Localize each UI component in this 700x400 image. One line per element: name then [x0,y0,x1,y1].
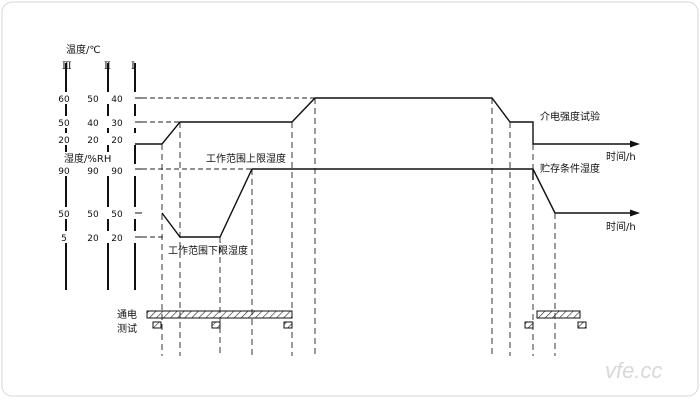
lower-limit-humidity-label: 工作范围下限湿度 [168,244,248,257]
temp-tick-iii-60: 60 [58,95,70,105]
humidity-time-arrow [630,209,640,217]
power-on-label: 通电 [117,308,137,321]
hum-tick-i-20: 20 [111,234,123,244]
temp-tick-ii-50: 50 [87,95,99,105]
humidity-profile-line [161,168,630,238]
temp-tick-ii-20: 20 [87,136,99,146]
humidity-time-label: 时间/h [606,220,636,233]
temperature-time-arrow [630,140,640,148]
temperature-profile-line [135,97,630,145]
hum-tick-iii-50: 50 [58,210,70,220]
upper-limit-humidity-label: 工作范围上限湿度 [206,152,286,165]
test-marker-2 [211,321,221,329]
temp-tick-ii-40: 40 [87,119,99,129]
humidity-tick-labels: 90 90 90 50 50 50 5 20 20 [52,164,148,244]
test-label: 测试 [117,322,137,335]
column-i-label: Ⅰ [131,61,135,72]
humidity-header: 湿度/%RH [64,152,111,165]
hum-tick-iii-90: 90 [58,167,70,177]
test-markers [152,321,587,329]
storage-humidity-label: 贮存条件湿度 [540,162,600,175]
temperature-time-label: 时间/h [606,150,636,163]
test-marker-5 [577,321,587,329]
watermark: vfe.cc [605,358,662,383]
hum-tick-ii-50: 50 [87,210,99,220]
test-marker-3 [283,321,293,329]
hum-tick-iii-5: 5 [61,234,67,244]
power-bar-2 [536,310,581,319]
hum-tick-ii-90: 90 [87,167,99,177]
power-bar-1 [146,310,293,319]
hum-tick-ii-20: 20 [87,234,99,244]
hum-tick-i-50: 50 [111,210,123,220]
test-marker-1 [152,321,162,329]
test-marker-4 [524,321,534,329]
temp-tick-i-40: 40 [111,95,123,105]
temperature-tick-labels: 60 50 40 50 40 30 20 20 20 [52,92,148,146]
temp-tick-i-20: 20 [111,136,123,146]
temp-tick-i-30: 30 [111,119,123,129]
temp-tick-iii-50: 50 [58,119,70,129]
temperature-header: 温度/℃ [66,43,101,56]
hum-tick-i-90: 90 [111,167,123,177]
axis-i-ticks [135,97,142,238]
temp-tick-iii-20: 20 [58,136,70,146]
dielectric-test-label: 介电强度试验 [540,110,600,123]
horizontal-reference-lines [142,97,315,238]
